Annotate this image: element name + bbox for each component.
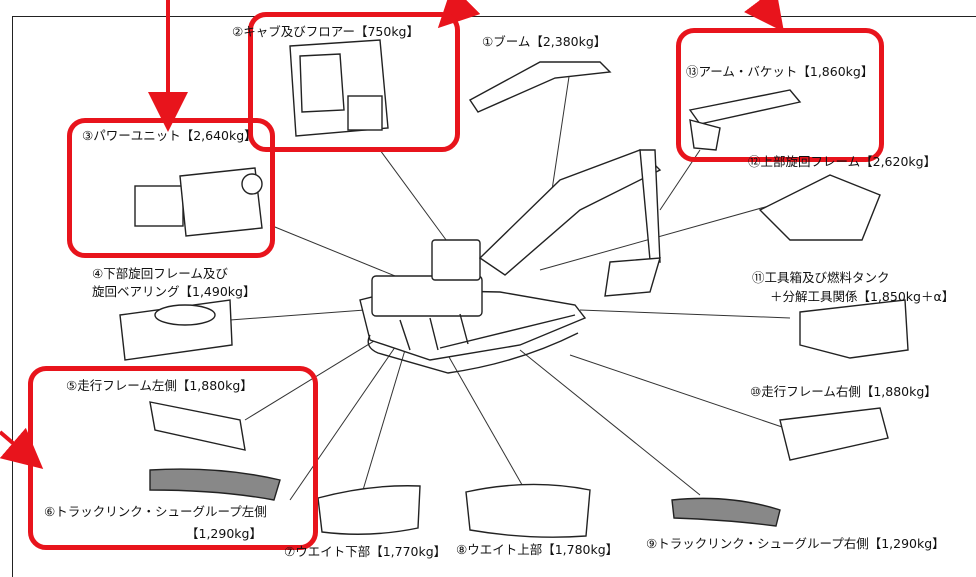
left-track-frame-drawing <box>149 401 246 451</box>
leader-lines <box>229 69 791 501</box>
label-arm-bucket: ⑬アーム・バケット【1,860kg】 <box>686 64 874 79</box>
label-lower-weight: ⑦ウエイト下部【1,770kg】 <box>284 544 447 559</box>
label-toolbox-1: ⑪工具箱及び燃料タンク <box>752 270 890 285</box>
label-boom: ①ブーム【2,380kg】 <box>482 34 607 49</box>
label-power-unit: ③パワーユニット【2,640kg】 <box>82 128 257 143</box>
lower-weight-drawing <box>317 485 421 535</box>
highlight-power-unit <box>67 118 275 258</box>
highlight-arm-bucket <box>676 28 884 162</box>
label-lower-frame-1: ④下部旋回フレーム及び <box>92 266 228 281</box>
upper-weight-drawing <box>465 483 591 538</box>
red-arrow-2 <box>437 0 481 29</box>
red-arrow-3 <box>744 0 784 32</box>
label-toolbox-2: ＋分解工具関係【1,850kg＋α】 <box>770 289 955 304</box>
left-track-shoe-drawing <box>149 468 281 501</box>
label-left-track-shoe-1: ⑥トラックリンク・シューグループ左側 <box>44 504 267 519</box>
highlight-left-track <box>28 366 318 550</box>
boom-drawing <box>468 61 612 113</box>
label-left-track-frame: ⑤走行フレーム左側【1,880kg】 <box>66 378 253 393</box>
power-unit-drawing <box>134 167 263 237</box>
toolbox-drawing <box>799 299 909 359</box>
diagram-border <box>12 16 976 577</box>
cab-drawing <box>289 39 389 137</box>
upper-frame-drawing <box>758 174 881 241</box>
label-left-track-shoe-2: 【1,290kg】 <box>186 526 262 541</box>
drawing-layer <box>0 0 909 538</box>
right-track-shoe-drawing <box>671 497 781 527</box>
red-arrow-4 <box>0 427 44 470</box>
lower-frame-drawing <box>119 299 233 361</box>
label-upper-frame: ⑫上部旋回フレーム【2,620kg】 <box>748 154 937 169</box>
excavator-drawing <box>359 149 662 374</box>
label-upper-weight: ⑧ウエイト上部【1,780kg】 <box>456 542 619 557</box>
highlight-cab <box>248 12 460 152</box>
right-track-frame-drawing <box>779 407 889 461</box>
label-cab: ②キャブ及びフロアー【750kg】 <box>232 24 419 39</box>
label-right-track-shoe: ⑨トラックリンク・シューグループ右側【1,290kg】 <box>646 536 945 551</box>
label-right-track-frame: ⑩走行フレーム右側【1,880kg】 <box>750 384 937 399</box>
arm-bucket-drawing <box>688 89 802 151</box>
label-lower-frame-2: 旋回ベアリング【1,490kg】 <box>92 284 256 299</box>
